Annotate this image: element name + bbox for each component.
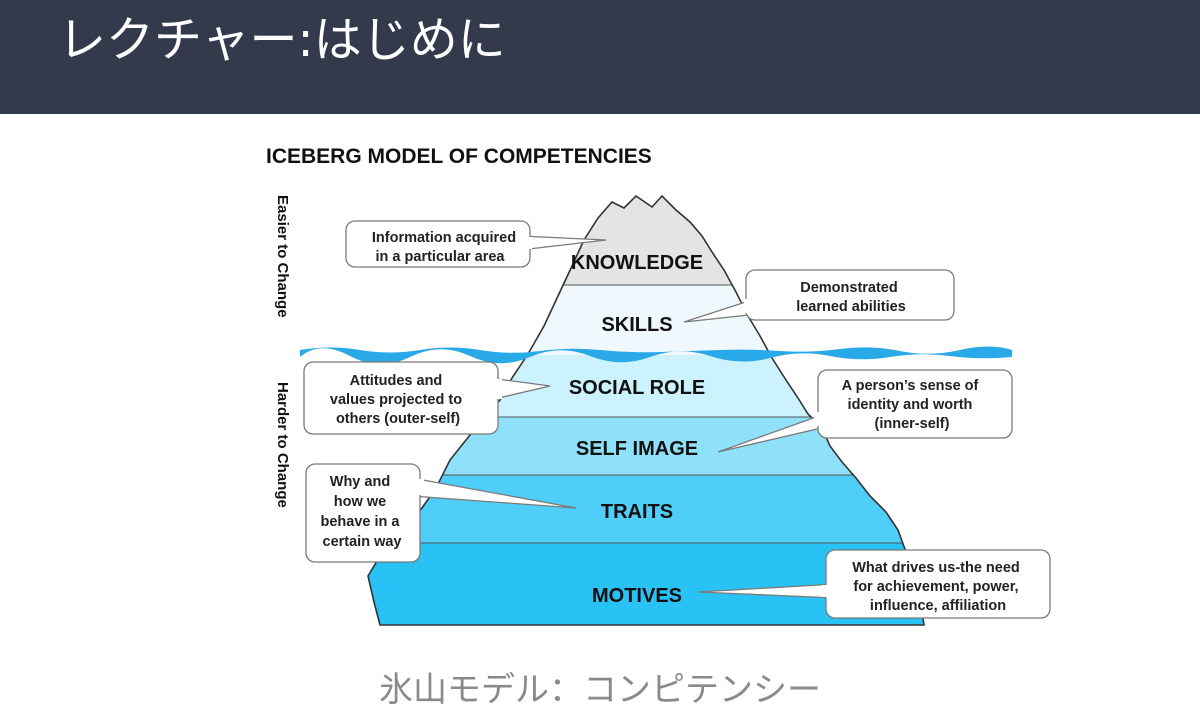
label-knowledge: KNOWLEDGE bbox=[571, 252, 703, 274]
iceberg-diagram: ICEBERG MODEL OF COMPETENCIES Easier to … bbox=[0, 114, 1200, 662]
callout-traits-text: Why and how we behave in a certain way bbox=[320, 474, 403, 550]
callout-skills bbox=[683, 269, 955, 323]
callout-self-image-text: A person’s sense of identity and worth (… bbox=[842, 378, 983, 432]
callout-social-role-text: Attitudes and values projected to others… bbox=[330, 373, 466, 427]
callout-motives bbox=[697, 549, 1051, 619]
label-self-image: SELF IMAGE bbox=[576, 438, 698, 460]
label-skills: SKILLS bbox=[601, 314, 672, 336]
label-traits: TRAITS bbox=[601, 501, 673, 523]
label-motives: MOTIVES bbox=[592, 585, 682, 607]
slide-title: レクチャー:はじめに bbox=[58, 12, 506, 68]
header-bar: レクチャー:はじめに bbox=[0, 0, 1200, 114]
slide-caption: 氷山モデル：コンピテンシー bbox=[379, 670, 821, 710]
water-line bbox=[300, 346, 1012, 365]
diagram-title: ICEBERG MODEL OF COMPETENCIES bbox=[266, 145, 652, 168]
callout-traits bbox=[305, 463, 577, 563]
callout-knowledge-text: Information acquired in a particular are… bbox=[372, 230, 520, 265]
callout-knowledge bbox=[345, 220, 607, 268]
callout-skills-text: Demonstrated learned abilities bbox=[796, 280, 906, 315]
label-social-role: SOCIAL ROLE bbox=[569, 377, 705, 399]
callout-self-image bbox=[717, 369, 1013, 453]
callout-motives-text: What drives us-the need for achievement,… bbox=[852, 560, 1024, 614]
callout-social-role bbox=[303, 361, 551, 435]
easier-to-change-label: Easier to Change bbox=[274, 195, 291, 318]
callouts bbox=[303, 220, 1051, 619]
iceberg-svg: ICEBERG MODEL OF COMPETENCIES Easier to … bbox=[266, 145, 1051, 626]
harder-to-change-label: Harder to Change bbox=[274, 382, 291, 508]
